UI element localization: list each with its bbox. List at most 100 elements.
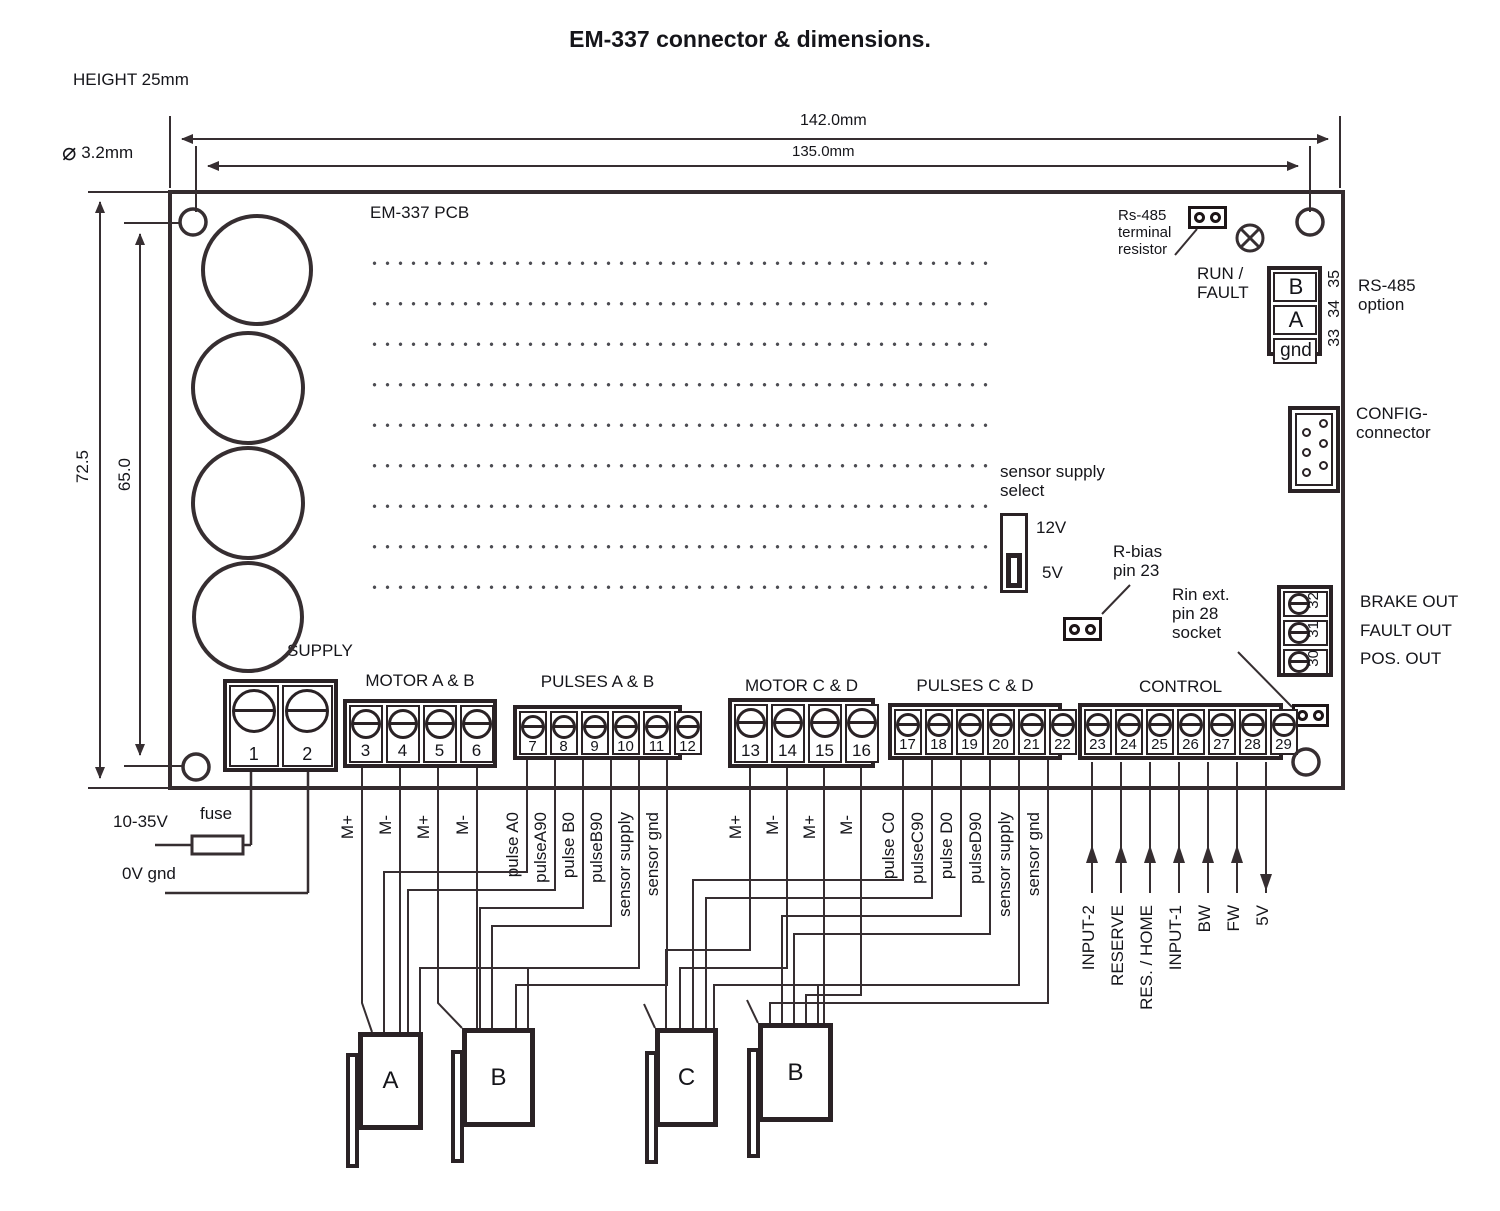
terminal-number: 11 [648, 737, 665, 755]
wire-label: M+ [414, 815, 433, 840]
terminal-number: 23 [1089, 735, 1106, 753]
block-title-motor_cd: MOTOR C & D [744, 676, 859, 695]
terminal-block-control: 23 24 25 26 27 28 29 [1078, 703, 1298, 760]
terminal-11: 11 [642, 710, 671, 755]
output-label: BRAKE OUT [1360, 592, 1459, 611]
control-signal-label: RESERVE [1108, 905, 1127, 986]
terminal-number: 15 [815, 740, 834, 760]
control-signal-label: INPUT-2 [1079, 905, 1098, 971]
rs485-cell-A: A [1272, 304, 1317, 335]
config-hole-icon [1302, 448, 1311, 457]
terminal-4: 4 [385, 704, 420, 763]
terminal-26: 26 [1176, 708, 1205, 755]
wire-label: M- [376, 815, 395, 835]
terminal-number: 22 [1054, 735, 1071, 753]
jumper-pin-icon [1210, 212, 1222, 223]
power-input-label: 10-35V [113, 812, 168, 831]
terminal-number: 7 [528, 737, 537, 755]
terminal-number: 12 [679, 737, 696, 755]
pcb-label: EM-337 PCB [370, 203, 470, 222]
screw-icon [988, 712, 1013, 737]
config-hole-icon [1302, 428, 1311, 437]
terminal-22: 22 [1048, 708, 1077, 755]
wire-label: M- [763, 815, 782, 835]
rs485-option-label: RS-485 option [1358, 276, 1416, 315]
screw-icon [231, 688, 276, 733]
screw-icon [424, 708, 455, 739]
motor-connector-c: C [655, 1028, 718, 1127]
screw-icon [772, 707, 803, 738]
terminal-number: 16 [852, 740, 871, 760]
terminal-number: 20 [992, 735, 1009, 753]
dim-outer-height: 72.5 [73, 450, 92, 484]
wire-label: M- [837, 815, 856, 835]
terminal-24: 24 [1114, 708, 1143, 755]
terminal-number: 8 [559, 737, 568, 755]
wire-label: pulse B0 [559, 812, 578, 879]
terminal-number: 18 [930, 735, 947, 753]
wire-label: pulseB90 [587, 812, 606, 883]
rs485-cell-gnd: gnd [1272, 337, 1317, 364]
output-terminal-31 [1282, 619, 1328, 646]
terminal-2: 2 [282, 684, 333, 767]
screw-icon [1019, 712, 1044, 737]
screw-icon [461, 708, 492, 739]
pcb-dot-grid [368, 243, 992, 615]
terminal-18: 18 [924, 708, 953, 755]
diameter-symbol: ⌀ [62, 139, 77, 166]
config-connector-body [1288, 406, 1340, 493]
r-bias-jumper [1063, 617, 1102, 641]
rs485-cell-B: B [1272, 271, 1317, 302]
screw-icon [809, 707, 840, 738]
wire-label: pulseC90 [908, 812, 927, 884]
jumper-pin-icon [1085, 623, 1097, 635]
block-title-control: CONTROL [1138, 677, 1223, 696]
motor-wiring [361, 760, 1049, 1033]
block-title-pulses_ab: PULSES A & B [540, 672, 655, 691]
control-signal-label: RES. / HOME [1137, 905, 1156, 1010]
terminal-8: 8 [549, 710, 578, 755]
terminal-number: 29 [1275, 735, 1292, 753]
r-bias-label: R-bias pin 23 [1113, 542, 1163, 581]
screw-icon [1209, 712, 1234, 737]
wire-label: pulse C0 [879, 812, 898, 880]
outputs-terminal-block [1277, 585, 1333, 677]
output-pin-number: 32 [1305, 592, 1322, 609]
terminal-27: 27 [1207, 708, 1236, 755]
terminal-number: 19 [961, 735, 978, 753]
terminal-number: 4 [397, 740, 408, 760]
sensor-select-label: sensor supply select [1000, 462, 1105, 501]
terminal-number: 25 [1151, 735, 1168, 753]
terminal-number: 28 [1244, 735, 1261, 753]
rs485-terminal-resistor-jumper [1188, 206, 1227, 229]
config-hole-icon [1319, 461, 1328, 470]
control-signal-label: FW [1224, 905, 1243, 932]
control-signal-label: INPUT-1 [1166, 905, 1185, 971]
block-title-motor_ab: MOTOR A & B [365, 671, 475, 690]
terminal-number: 10 [617, 737, 634, 755]
terminal-number: 9 [590, 737, 599, 755]
rs485-pin-number: 35 [1326, 270, 1343, 288]
control-signal-label: 5V [1253, 905, 1272, 926]
jumper-pin-icon [1193, 212, 1205, 223]
screw-icon [613, 714, 638, 739]
terminal-9: 9 [580, 710, 609, 755]
wire-label: sensor supply [995, 812, 1014, 917]
terminal-12: 12 [673, 710, 702, 755]
block-title-pulses_cd: PULSES C & D [916, 676, 1034, 695]
height-note: HEIGHT 25mm [73, 70, 189, 89]
diagram-title: EM-337 connector & dimensions. [569, 26, 931, 52]
jumper-pin-icon [1312, 710, 1324, 721]
terminal-17: 17 [893, 708, 922, 755]
dim-inner-height: 65.0 [115, 458, 134, 492]
jumper-pin-icon [1297, 710, 1309, 721]
terminal-number: 26 [1182, 735, 1199, 753]
screw-icon [1050, 712, 1075, 737]
screw-icon [387, 708, 418, 739]
screw-icon [1085, 712, 1110, 737]
rs485-pin-number: 33 [1326, 329, 1343, 347]
terminal-15: 15 [807, 703, 842, 763]
